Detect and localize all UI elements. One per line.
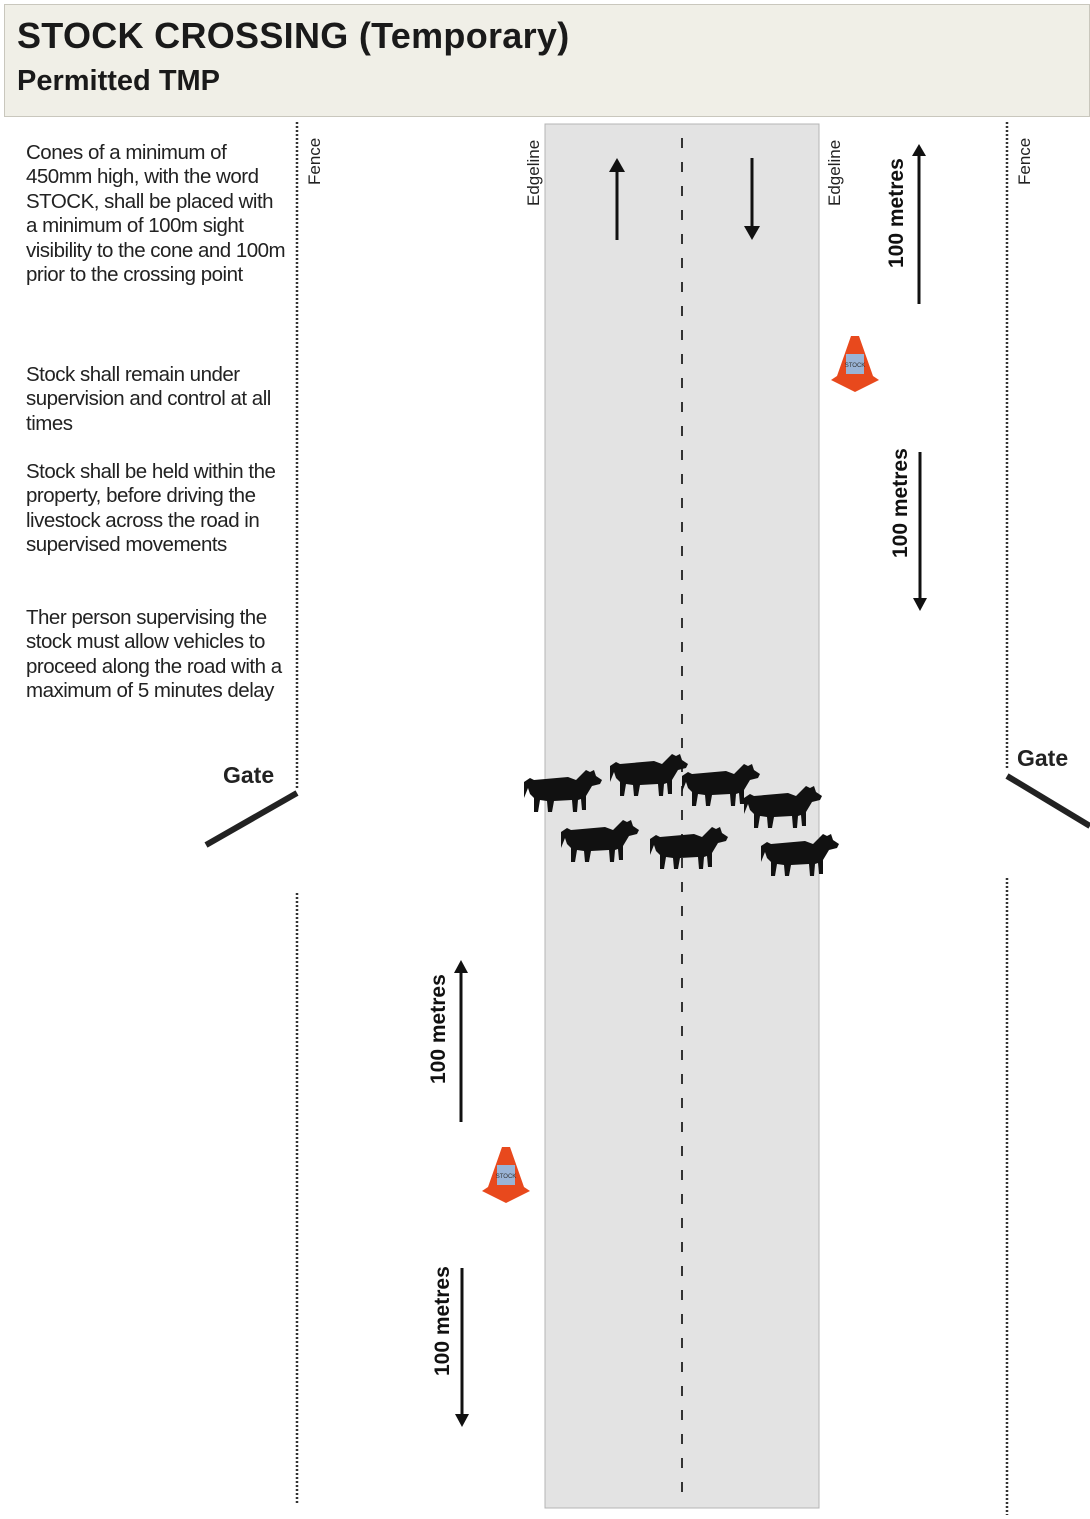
cone-word: STOCK bbox=[496, 1174, 517, 1180]
note-cones: Cones of a minimum of 450mm high, with t… bbox=[26, 141, 286, 287]
gate-label-left: Gate bbox=[223, 762, 274, 788]
edgeline-label-right: Edgeline bbox=[825, 140, 844, 206]
distance-label-upper-left: 100 metres bbox=[427, 974, 450, 1084]
edgeline-label-left: Edgeline bbox=[524, 140, 543, 206]
page-subtitle: Permitted TMP bbox=[17, 65, 221, 97]
header: STOCK CROSSING (Temporary) Permitted TMP bbox=[4, 4, 1090, 117]
distance-label-lower-right: 100 metres bbox=[889, 448, 912, 558]
note-delay: Ther person supervising the stock must a… bbox=[26, 606, 282, 703]
up-arrow-icon bbox=[609, 158, 625, 240]
distance-arrow-upper-left bbox=[454, 960, 468, 1122]
gate-label-right: Gate bbox=[1017, 745, 1068, 771]
gate-right bbox=[1005, 773, 1090, 829]
fence-label-right: Fence bbox=[1015, 138, 1034, 185]
fence-label-left: Fence bbox=[305, 138, 324, 185]
note-holding: Stock shall be held within the property,… bbox=[26, 460, 276, 557]
page-title: STOCK CROSSING (Temporary) bbox=[17, 15, 570, 56]
traffic-cone-icon: STOCK bbox=[482, 1147, 530, 1203]
distance-arrow-lower-right bbox=[913, 452, 927, 611]
cone-word: STOCK bbox=[845, 363, 866, 369]
distance-arrow-lower-left bbox=[455, 1268, 469, 1427]
distance-label-lower-left: 100 metres bbox=[431, 1266, 454, 1376]
note-supervision: Stock shall remain under supervision and… bbox=[26, 363, 271, 435]
distance-label-upper-right: 100 metres bbox=[885, 158, 908, 268]
distance-arrow-upper-right bbox=[912, 144, 926, 304]
down-arrow-icon bbox=[744, 158, 760, 240]
gate-left bbox=[204, 790, 299, 848]
traffic-cone-icon: STOCK bbox=[831, 336, 879, 392]
